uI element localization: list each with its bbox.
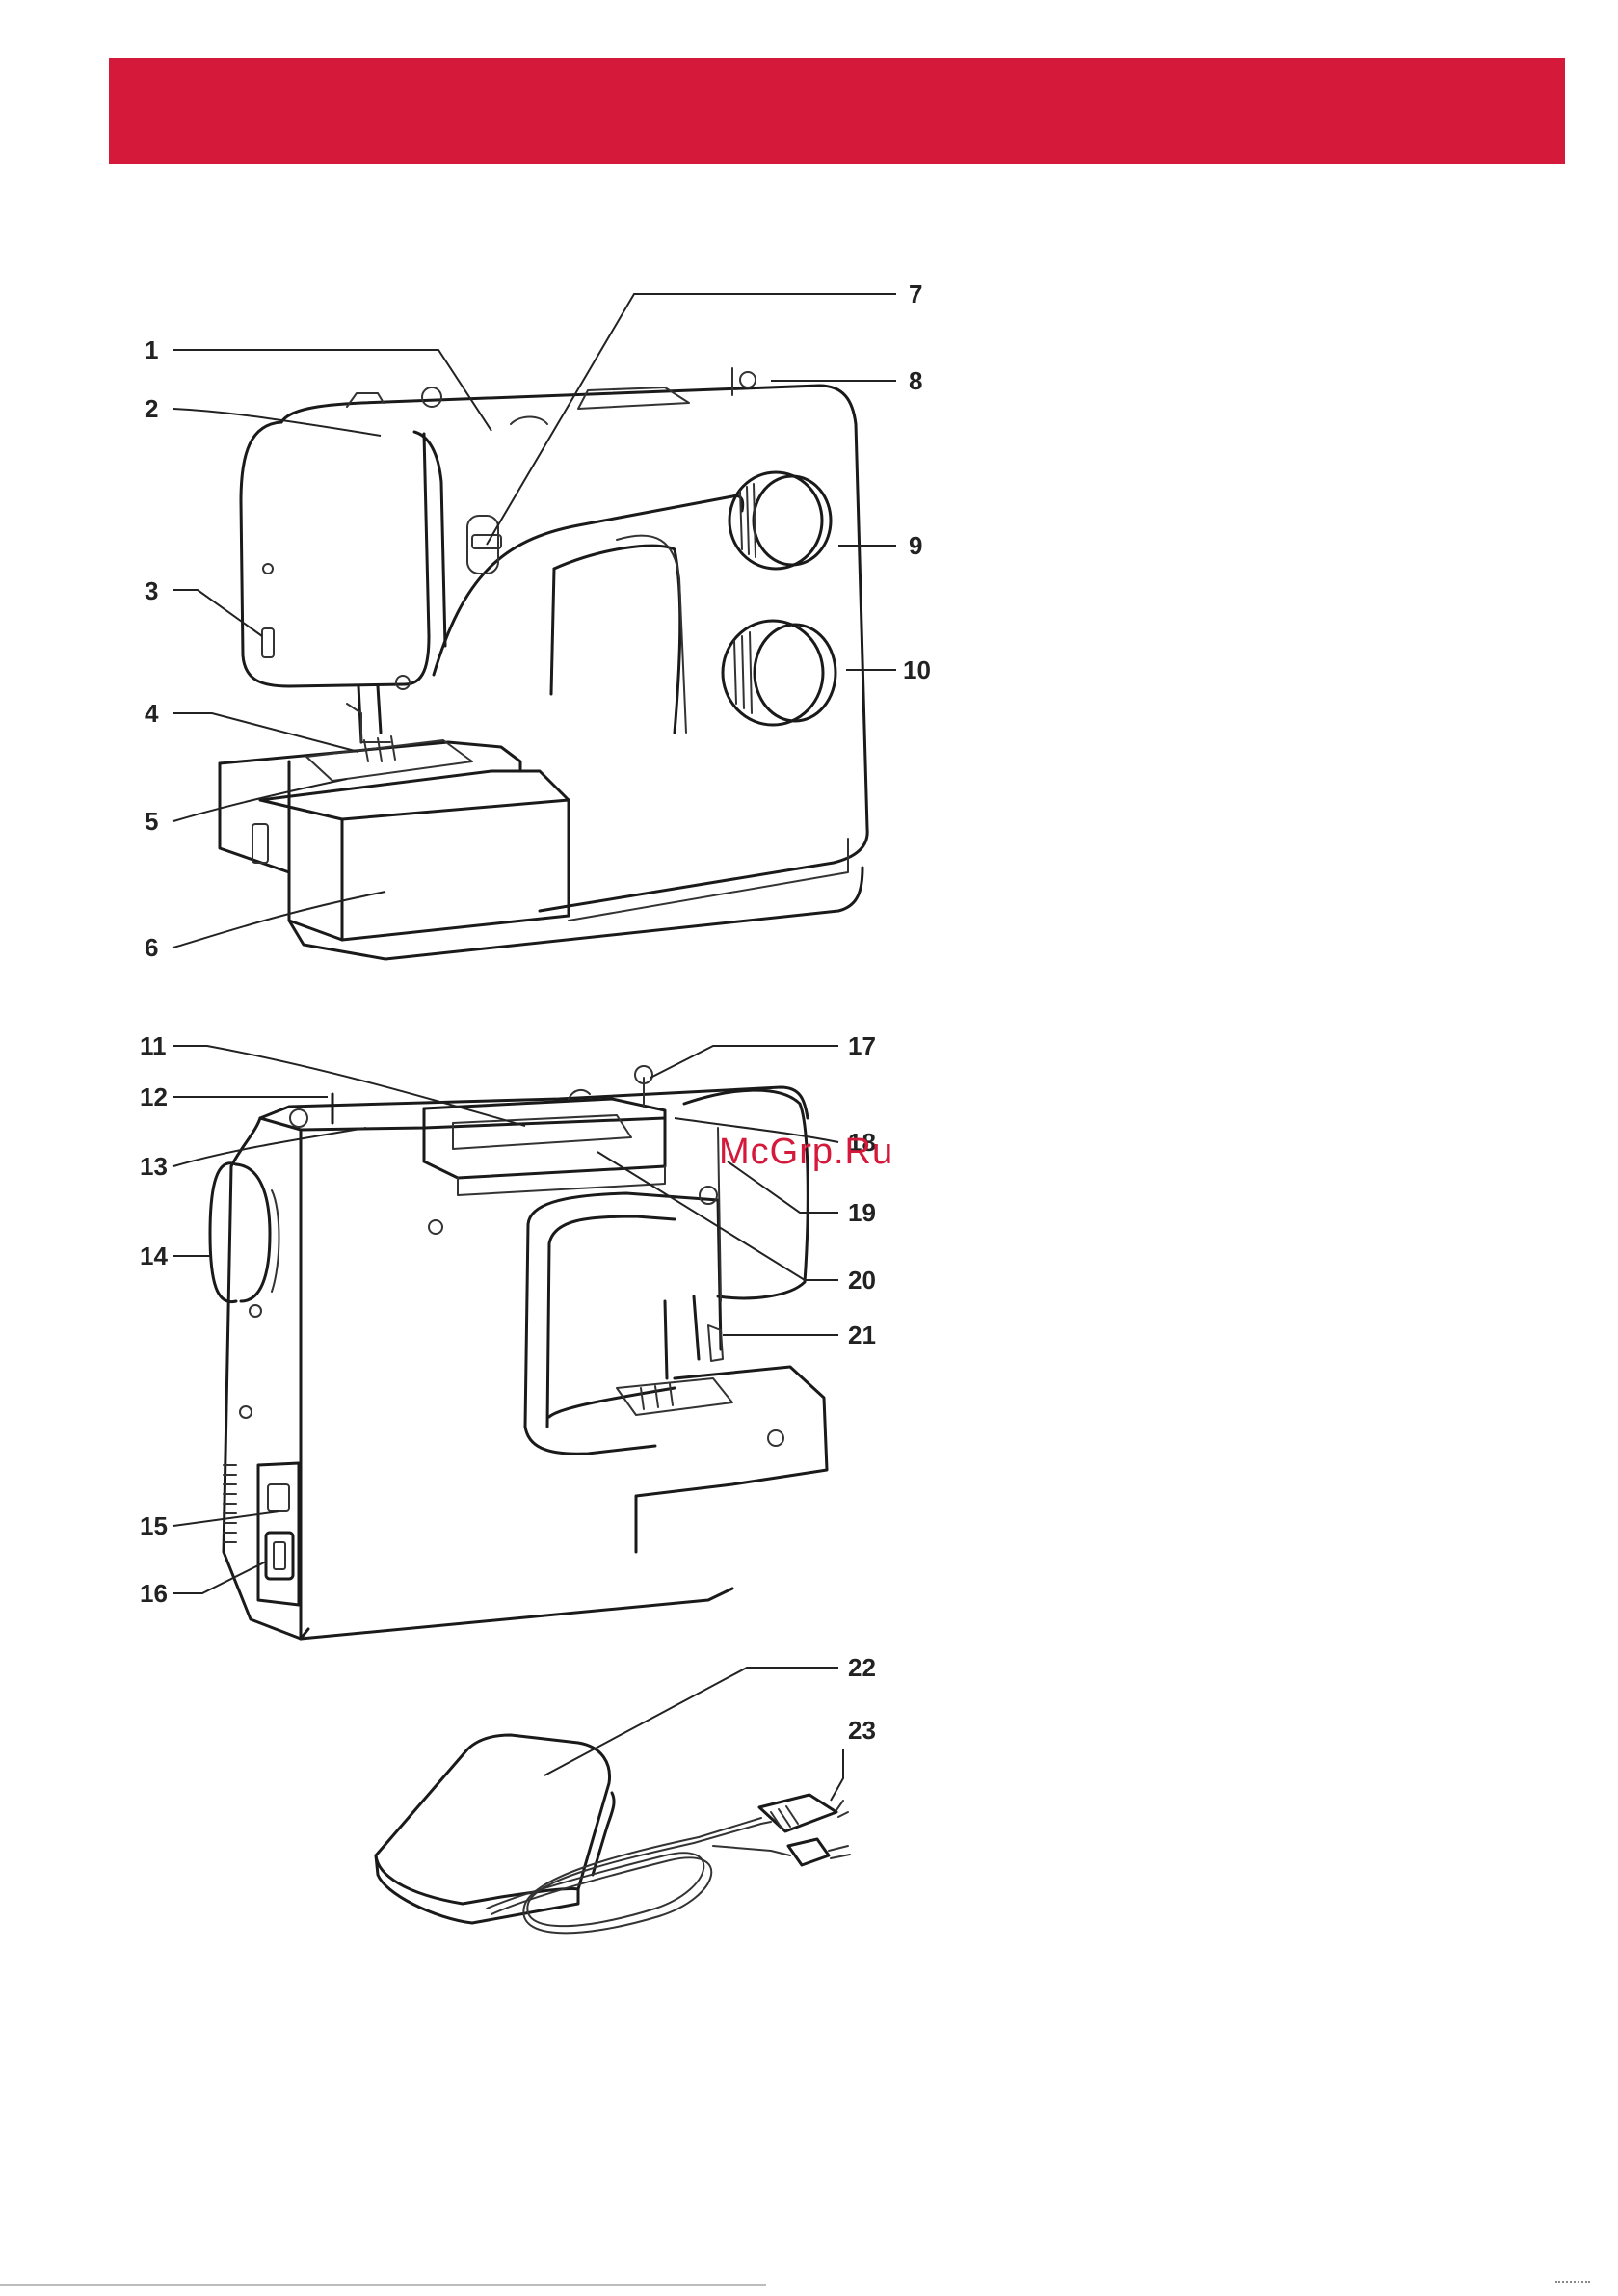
callout-3: 3 — [145, 578, 158, 603]
callout-12: 12 — [140, 1084, 168, 1109]
footer-divider — [0, 2284, 766, 2286]
callout-17: 17 — [848, 1033, 876, 1058]
callout-4: 4 — [145, 701, 158, 726]
callout-2: 2 — [145, 396, 158, 421]
foot-pedal-illustration — [376, 1735, 850, 1933]
callout-6: 6 — [145, 935, 158, 960]
callout-21: 21 — [848, 1322, 876, 1348]
callout-11: 11 — [140, 1033, 167, 1058]
front-view-machine-illustration — [220, 368, 867, 959]
front-view-leader-lines — [173, 294, 896, 948]
callout-5: 5 — [145, 809, 158, 834]
callout-9: 9 — [909, 533, 922, 558]
callout-14: 14 — [140, 1243, 168, 1268]
callout-1: 1 — [145, 337, 158, 362]
callout-13: 13 — [140, 1154, 168, 1179]
pedal-leader-lines — [544, 1668, 843, 1801]
callout-20: 20 — [848, 1268, 876, 1293]
watermark-text: McGrp.Ru — [719, 1132, 893, 1173]
callout-23: 23 — [848, 1718, 876, 1743]
callout-8: 8 — [909, 368, 922, 393]
callout-22: 22 — [848, 1655, 876, 1680]
callout-10: 10 — [903, 657, 931, 682]
callout-19: 19 — [848, 1200, 876, 1225]
callout-15: 15 — [140, 1513, 168, 1538]
callout-7: 7 — [909, 281, 922, 307]
footer-dots — [1555, 2281, 1590, 2285]
callout-16: 16 — [140, 1581, 168, 1606]
